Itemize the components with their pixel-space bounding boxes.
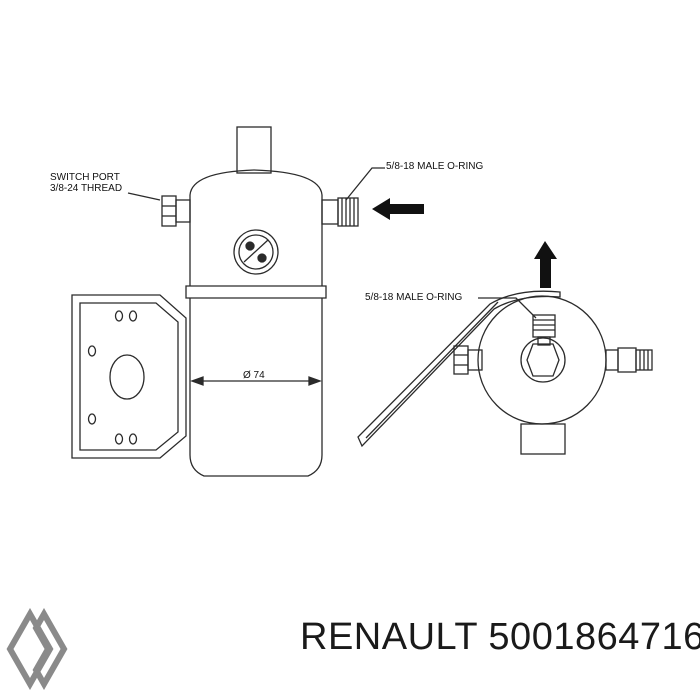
brand-part-line: RENAULT 5001864716 <box>300 616 700 659</box>
leader-switch-port <box>127 192 161 201</box>
leader-oring-side <box>478 297 537 319</box>
leader-oring-top <box>345 167 385 201</box>
oring-top-label: 5/8-18 MALE O-RING <box>386 161 484 172</box>
drier-canister <box>161 126 359 477</box>
brand-name: RENAULT <box>300 616 478 658</box>
renault-logo-icon <box>6 608 68 690</box>
mounting-bracket <box>71 294 187 459</box>
part-number: 5001864716 <box>488 616 700 658</box>
switch-port-thread-label: 3/8-24 THREAD <box>50 183 123 194</box>
dimension-arrow-right <box>308 376 322 386</box>
oring-side-label: 5/8-18 MALE O-RING <box>365 292 463 303</box>
outlet-arrow <box>534 241 557 288</box>
switch-port-label: SWITCH PORT <box>50 172 120 183</box>
inlet-arrow <box>372 198 424 220</box>
drier-top-view <box>357 290 653 455</box>
dimension-arrow-left <box>190 376 204 386</box>
diameter-label: Ø 74 <box>243 370 265 381</box>
